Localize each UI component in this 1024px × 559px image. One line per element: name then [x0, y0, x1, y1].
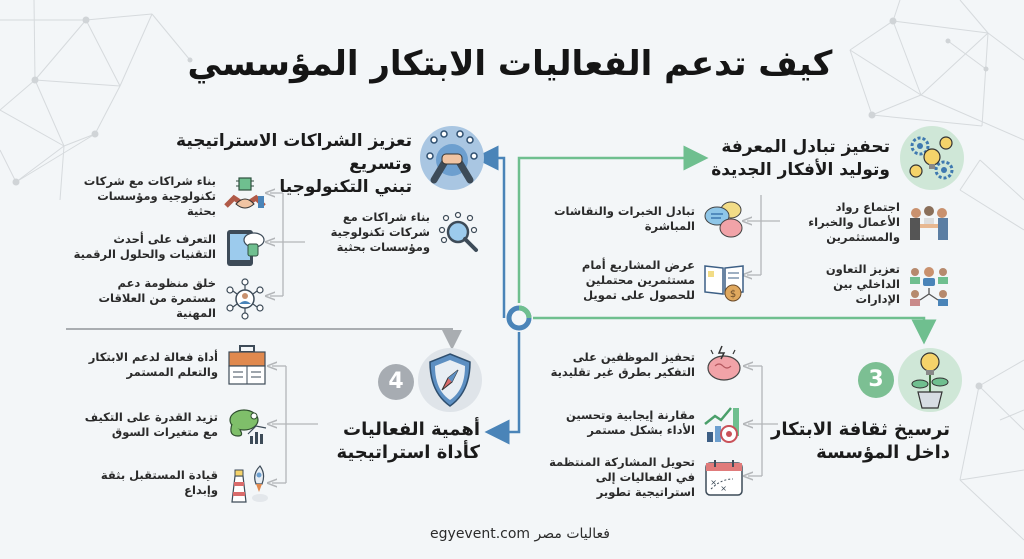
knowledge-item-entrepreneurs: اجتماع رواد الأعمال والخبراء والمستثمرين	[790, 200, 950, 245]
growth-chart-target-icon	[704, 407, 739, 443]
strategic-item-leadership: قيادة المستقبل بثقة وإبداع	[68, 462, 268, 504]
shield-compass-icon	[418, 348, 482, 412]
page-title: كيف تدعم الفعاليات الابتكار المؤسسي	[187, 44, 833, 84]
brain-spark-icon	[707, 345, 741, 381]
culture-item-thinking: تحفيز الموظفين على التفكير بطرق غير تقلي…	[545, 344, 745, 386]
knowledge-item-exchange: تبادل الخبرات والنقاشات المباشرة	[545, 198, 745, 240]
lighthouse-rocket-icon	[231, 465, 268, 503]
culture-item-performance: مقارنة إيجابية وتحسين الأداء بشكل مستمر	[545, 402, 745, 444]
tablet-cloud-icon	[227, 230, 265, 266]
chameleon-chart-icon	[229, 409, 267, 444]
lightbulb-plant-icon	[898, 348, 962, 412]
svg-text:×: ×	[720, 484, 727, 493]
team-network-icon	[910, 266, 948, 306]
knowledge-item-collaboration: تعزيز التعاون الداخلي بين الإدارات	[790, 262, 950, 307]
section-3-number-badge: 3	[858, 362, 894, 398]
calendar-strategy-icon: × ×	[705, 459, 743, 496]
partnerships-item-research: بناء شراكات مع شركات تكنولوجية ومؤسسات ب…	[70, 174, 266, 219]
chat-brain-icon	[704, 201, 743, 238]
partnerships-item-ecosystem: خلق منظومة دعم مستمرة من العلاقات المهني…	[70, 276, 266, 321]
partnerships-item-center: بناء شراكات مع شركات تكنولوجية ومؤسسات ب…	[300, 210, 480, 255]
partnerships-item-tech: التعرف على أحدث التقنيات والحلول الرقمية	[70, 226, 266, 268]
lightbulbs-gears-icon	[900, 126, 964, 190]
knowledge-item-pitch: $ عرض المشاريع أمام مستثمرين محتملين للح…	[545, 258, 745, 303]
center-hub	[505, 304, 533, 332]
business-handshake-icon	[910, 205, 948, 240]
section-partnerships-title: تعزيز الشراكات الاستراتيجية وتسريع تبني …	[176, 131, 412, 197]
svg-text:$: $	[730, 289, 736, 300]
footer-brand: فعاليات مصر egyevent.com	[400, 526, 640, 542]
chip-handshake-icon	[224, 176, 266, 208]
footer-domain[interactable]: egyevent.com	[430, 526, 531, 542]
strategic-item-adaptability: تزيد القدرة على التكيف مع متغيرات السوق	[68, 404, 268, 446]
handshake-network-icon	[420, 126, 484, 190]
section-4-number-badge: 4	[378, 364, 414, 400]
svg-text:×: ×	[710, 478, 717, 487]
footer-brand-arabic: فعاليات مصر	[534, 526, 610, 542]
section-knowledge-title: تحفيز تبادل المعرفة وتوليد الأفكار الجدي…	[711, 137, 890, 180]
culture-item-strategy: × × تحويل المشاركة المنتظمة في الفعاليات…	[545, 455, 745, 500]
book-money-bag-icon: $	[704, 264, 744, 301]
section-culture-title: ترسيخ ثقافة الابتكار داخل المؤسسة	[771, 419, 950, 463]
section-strategic-title: أهمية الفعاليات كأداة استراتيجية	[336, 419, 480, 463]
magnifier-network-icon	[438, 211, 478, 252]
user-network-icon	[226, 277, 264, 320]
toolbox-book-icon	[228, 345, 266, 385]
strategic-item-learning: أداة فعالة لدعم الابتكار والتعلم المستمر	[68, 344, 268, 386]
